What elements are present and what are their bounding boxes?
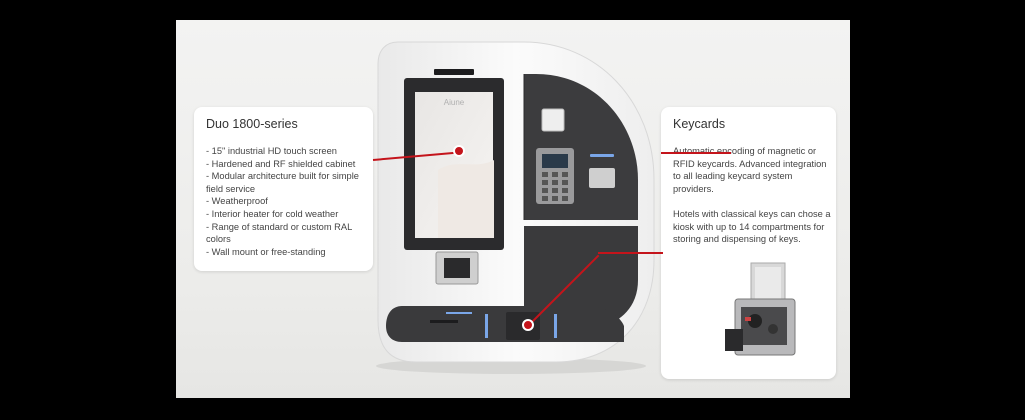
classical-keys-description: Hotels with classical keys can chose a k… — [673, 209, 831, 245]
screen-artwork — [438, 160, 494, 238]
card-title: Duo 1800-series — [206, 117, 298, 131]
cash-slot[interactable] — [430, 320, 458, 323]
feature-item: - Interior heater for cold weather — [206, 208, 339, 219]
callout-dot-screen — [453, 145, 465, 157]
receipt-printer — [541, 108, 565, 132]
right-led-strip — [554, 314, 557, 338]
duo-series-card: Duo 1800-series - 15" industrial HD touc… — [194, 107, 373, 271]
pin-pad-display — [542, 154, 568, 168]
callout-line-keycards — [661, 152, 731, 154]
feature-item: - Wall mount or free-standing — [206, 246, 326, 257]
top-slot — [434, 69, 474, 75]
keycard-dispenser-image — [725, 262, 796, 356]
feature-item: - Hardened and RF shielded cabinet — [206, 158, 356, 169]
pin-pad-keys — [542, 172, 568, 201]
feature-item: - Weatherproof — [206, 196, 268, 207]
keycards-description: Automatic encoding of magnetic or RFID k… — [673, 146, 827, 194]
keycard-slot[interactable] — [589, 168, 615, 188]
card-title: Keycards — [673, 117, 726, 131]
screen-logo-text: Aiune — [444, 98, 465, 107]
callout-dot-dispenser — [522, 319, 534, 331]
barcode-scanner[interactable] — [444, 258, 470, 278]
bottom-panel — [386, 306, 624, 342]
keycard-led — [590, 154, 614, 157]
left-led-strip — [485, 314, 488, 338]
keycards-card: Keycards Automatic encoding of magnetic … — [661, 107, 836, 379]
cash-slot-led — [446, 312, 472, 314]
feature-item: - 15" industrial HD touch screen — [206, 146, 337, 156]
callout-line-keycards-horizontal — [598, 252, 663, 254]
presentation-slide: Aiune Duo 1800-series — [176, 20, 850, 398]
feature-item: - Range of standard or custom RAL colors — [206, 221, 352, 245]
feature-list: - 15" industrial HD touch screen - Harde… — [206, 145, 368, 258]
feature-item: - Modular architecture built for simple … — [206, 171, 359, 194]
